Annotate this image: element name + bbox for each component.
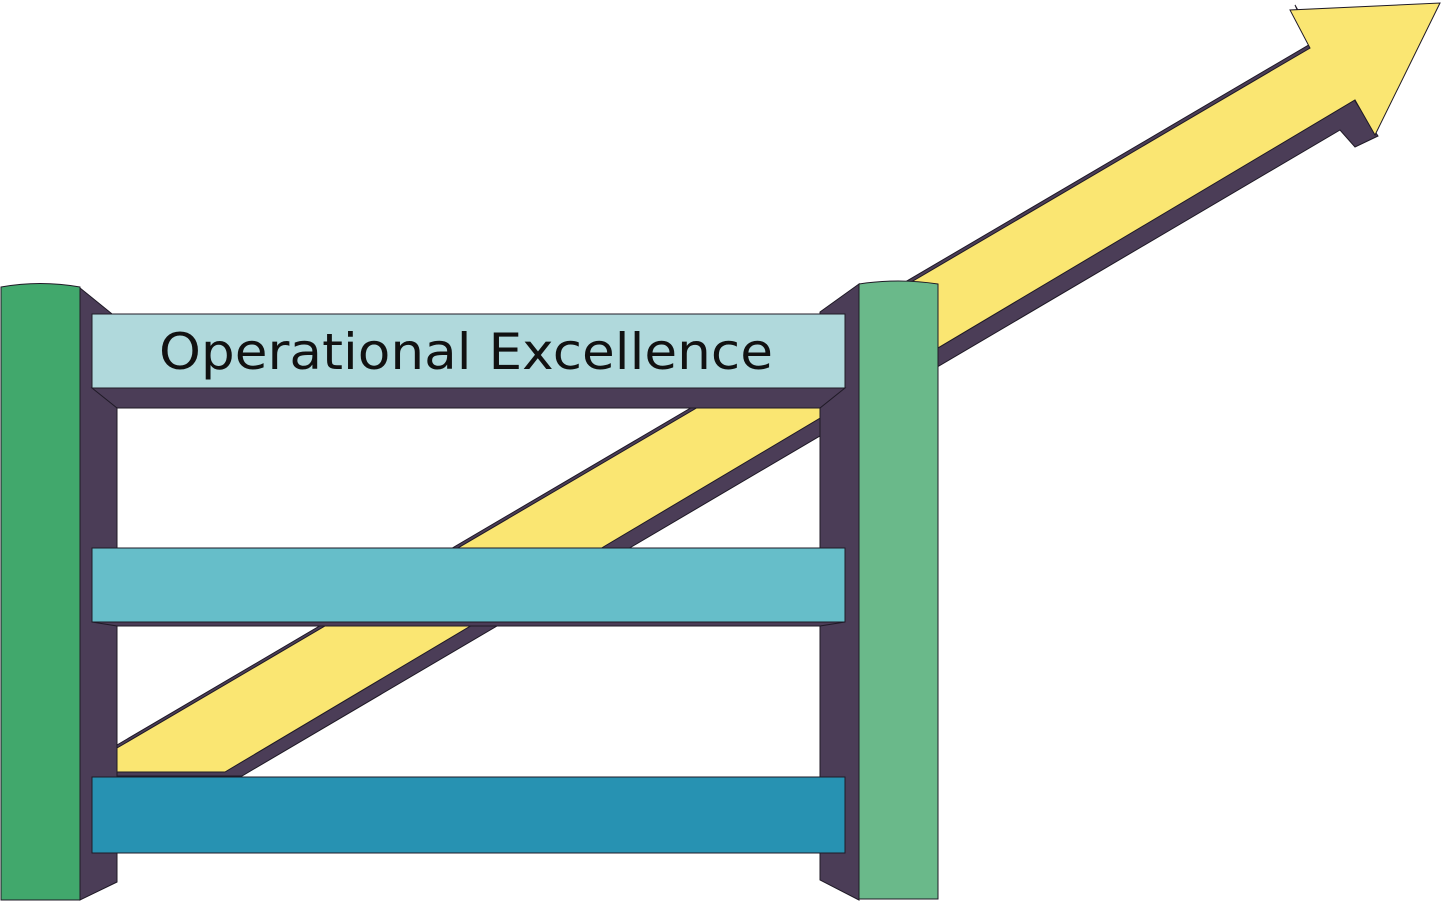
top-rail-shadow [90,387,847,409]
top-rail-label: Operational Excellence [159,323,773,381]
right-post [858,280,939,900]
middle-rail [91,547,846,623]
middle-rail-shadow [91,621,846,627]
left-post [0,283,81,901]
bottom-rail [91,776,846,854]
top-rail [91,313,846,389]
